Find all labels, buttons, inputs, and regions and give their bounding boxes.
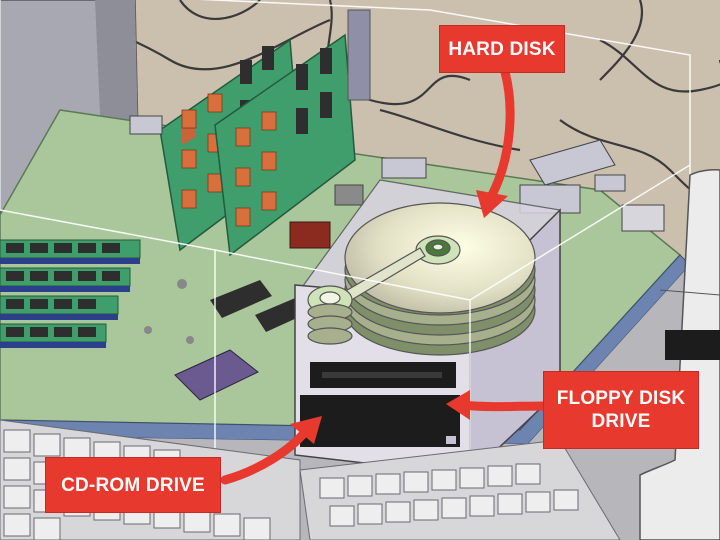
cdrom-drive-label: CD-ROM DRIVE <box>46 458 220 512</box>
floppy-disk-drive-label: FLOPPY DISK DRIVE <box>544 372 698 448</box>
hard-disk-label-text: HARD DISK <box>448 38 555 61</box>
floppy-label-line1: FLOPPY DISK <box>557 387 686 410</box>
floppy-arrow <box>462 405 545 407</box>
hard-disk-label: HARD DISK <box>440 26 564 72</box>
cdrom-label-text: CD-ROM DRIVE <box>61 474 205 497</box>
floppy-label-line2: DRIVE <box>591 410 650 433</box>
cdrom-slot <box>300 395 460 447</box>
